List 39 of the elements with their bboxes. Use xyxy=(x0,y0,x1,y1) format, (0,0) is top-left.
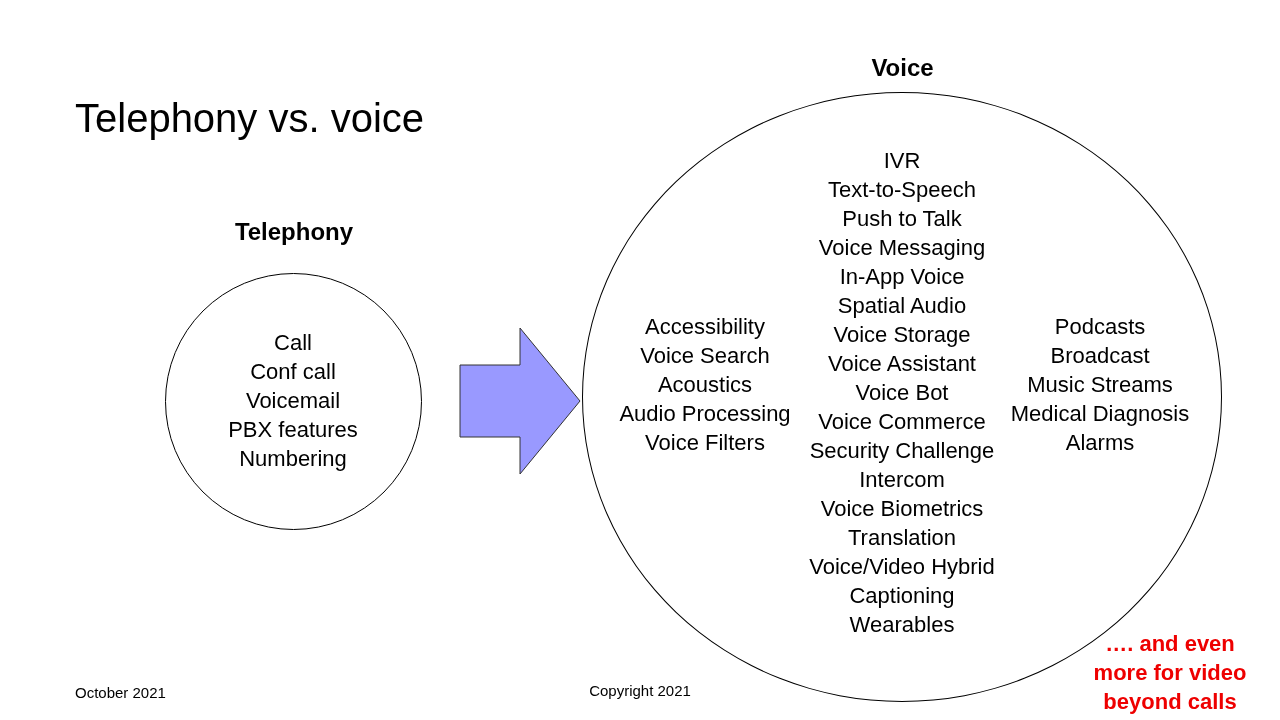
list-item: Voice/Video Hybrid xyxy=(809,554,995,580)
list-item: Voice Search xyxy=(640,343,770,369)
list-item: Voice Commerce xyxy=(818,409,986,435)
list-item: Translation xyxy=(848,525,956,551)
list-item: Acoustics xyxy=(657,372,753,398)
list-item: Conf call xyxy=(250,359,336,385)
list-item: In-App Voice xyxy=(839,264,965,290)
list-item: Voicemail xyxy=(245,388,341,414)
list-item: Security Challenge xyxy=(809,438,995,464)
date-footer: October 2021 xyxy=(75,684,166,701)
list-item: Text-to-Speech xyxy=(828,177,976,203)
list-item: Voice Storage xyxy=(833,322,971,348)
list-item: Music Streams xyxy=(1027,372,1173,398)
list-item: Accessibility xyxy=(645,314,765,340)
circle-heading: Telephony xyxy=(233,218,355,246)
list-item: Captioning xyxy=(849,583,955,609)
slide-title: Telephony vs. voice xyxy=(75,96,425,141)
list-item: Voice Bot xyxy=(855,380,949,406)
list-item: Call xyxy=(274,330,312,356)
list-item: Intercom xyxy=(859,467,945,493)
list-item: Numbering xyxy=(239,446,347,472)
list-item: Voice Filters xyxy=(645,430,765,456)
list-item: Alarms xyxy=(1065,430,1135,456)
list-item: Voice Biometrics xyxy=(820,496,984,522)
list-item: Podcasts xyxy=(1054,314,1146,340)
list-item: PBX features xyxy=(228,417,358,443)
list-item: Voice Messaging xyxy=(818,235,986,261)
copyright-footer: Copyright 2021 xyxy=(589,682,691,699)
circle-heading: Voice xyxy=(870,54,935,82)
list-item: Wearables xyxy=(849,612,955,638)
list-item: Spatial Audio xyxy=(837,293,967,319)
list-item: Medical Diagnosis xyxy=(1010,401,1190,427)
list-item: Voice Assistant xyxy=(828,351,976,377)
list-item: IVR xyxy=(883,148,921,174)
list-item: Broadcast xyxy=(1050,343,1150,369)
list-item: Audio Processing xyxy=(619,401,791,427)
list-item: Push to Talk xyxy=(842,206,962,232)
block-arrow xyxy=(459,327,581,475)
note-text: …. and even more for video beyond calls xyxy=(1092,630,1248,716)
